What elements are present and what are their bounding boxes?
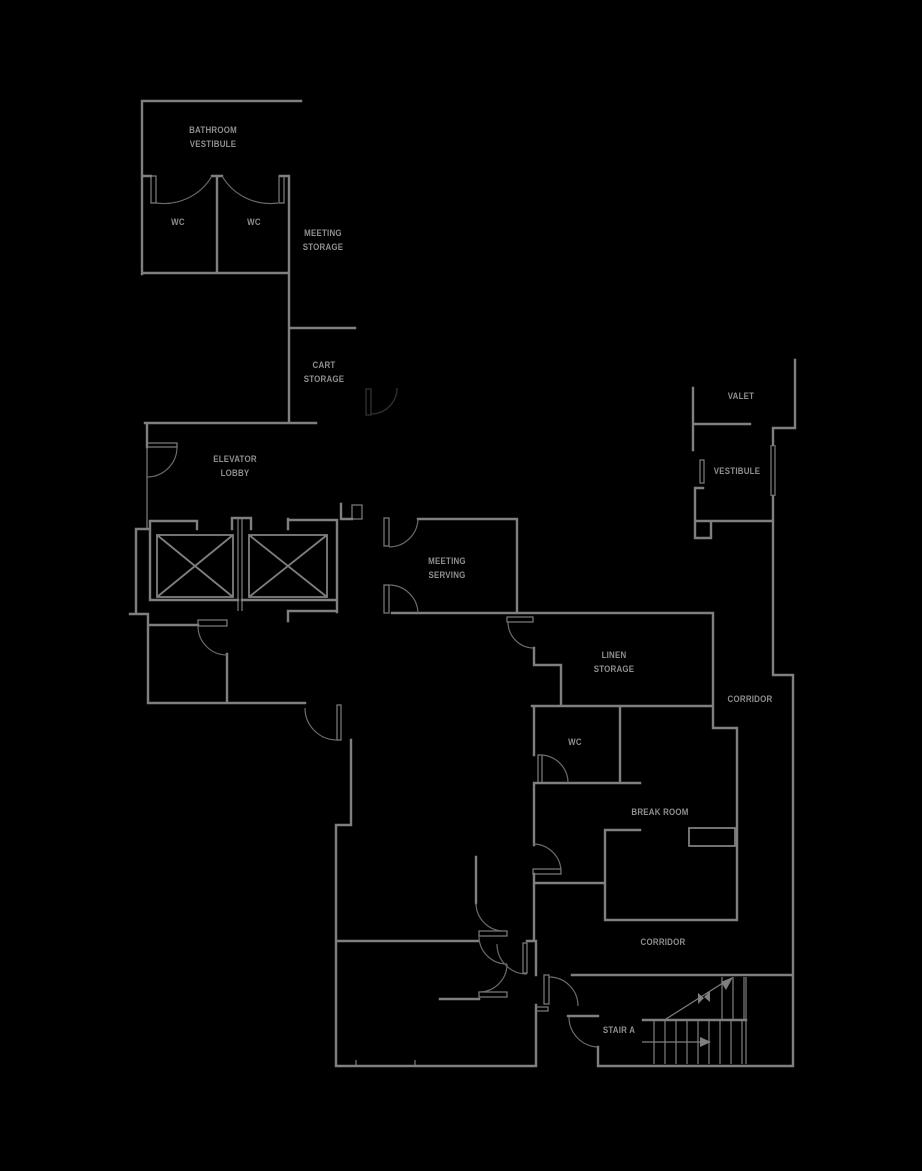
shaft-divider [237,518,243,611]
elevator-shaft-left [156,534,234,598]
stair-direction-arrows [642,977,733,1047]
break-room-counter [688,827,736,847]
door-leaves [146,175,776,1066]
elevator-shaft-right [248,534,328,598]
walls [128,99,797,1068]
cart-storage-door [365,387,398,416]
door-arcs [146,175,599,1048]
